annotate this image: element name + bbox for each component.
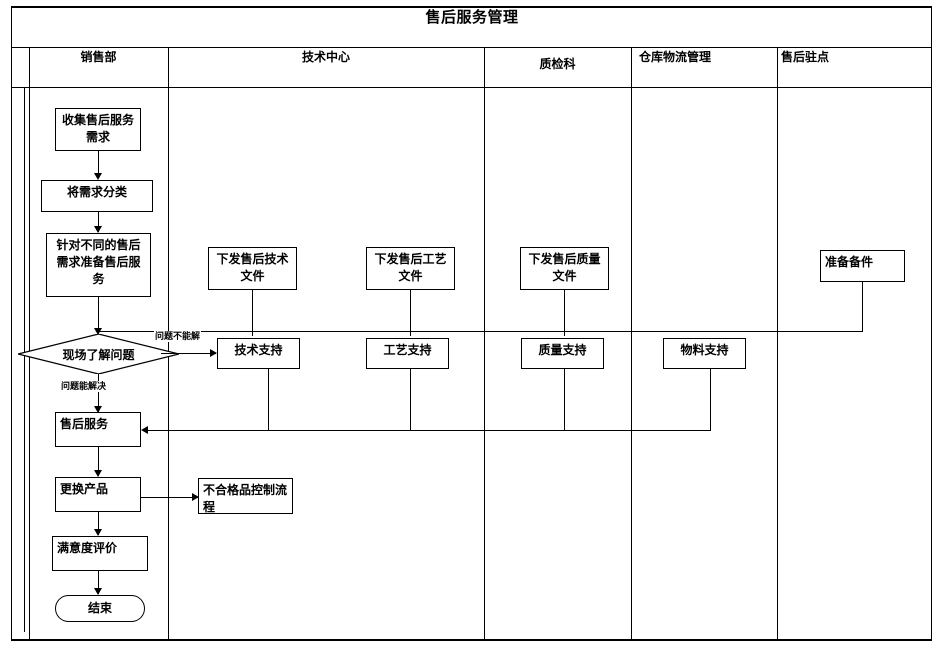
frame-left-border <box>11 6 12 641</box>
edge-tech-support-to-return-bus <box>268 369 269 430</box>
edge-classify-to-prepare <box>98 212 99 232</box>
arrowhead-replace-to-nonconforming <box>192 493 199 501</box>
edge-craft-doc-to-bus <box>410 290 411 336</box>
node-quality-support[interactable]: 质量支持 <box>521 338 604 369</box>
node-quality-support-label: 质量支持 <box>538 343 587 357</box>
edge-prepare-parts-to-bus <box>862 282 863 332</box>
arrowhead-return-bus-to-after-sale <box>141 426 148 434</box>
node-nonconforming-process-label: 不合格品控制流程 <box>203 483 288 514</box>
node-craft-support-label: 工艺支持 <box>383 343 432 357</box>
node-prepare-service-label: 针对不同的售后需求准备售后服务 <box>56 238 141 286</box>
lane-header-station: 售后驻点 <box>781 50 830 64</box>
node-issue-craft-doc[interactable]: 下发售后工艺文件 <box>366 247 455 290</box>
edge-label-cannot-solve: 问题不能解 <box>154 331 202 342</box>
edge-label-can-solve: 问题能解决 <box>60 381 108 392</box>
edge-satisfaction-to-end <box>98 571 99 594</box>
edge-decision-to-tech-support <box>161 353 216 354</box>
node-issue-quality-doc-label: 下发售后质量文件 <box>528 252 601 283</box>
diagram-title: 售后服务管理 <box>425 9 519 26</box>
lane-header-sales: 销售部 <box>80 50 117 64</box>
node-tech-support-label: 技术支持 <box>234 343 283 357</box>
edge-replace-to-satisfaction <box>98 512 99 535</box>
edge-craft-support-to-return-bus <box>410 369 411 430</box>
node-prepare-parts[interactable]: 准备备件 <box>820 250 905 282</box>
title-bottom-border <box>11 47 932 48</box>
lane-header-qc: 质检科 <box>539 57 576 71</box>
distribution-bus <box>99 331 863 332</box>
edge-quality-doc-to-bus <box>564 290 565 336</box>
lane-divider-margin <box>29 47 30 639</box>
node-end-label: 结束 <box>87 601 112 615</box>
node-after-sale[interactable]: 售后服务 <box>55 412 141 447</box>
edge-quality-support-to-return-bus <box>564 369 565 430</box>
arrowhead-collect-to-classify <box>94 173 102 180</box>
node-issue-tech-doc[interactable]: 下发售后技术文件 <box>208 247 297 290</box>
lane-divider-qc-warehouse <box>631 47 632 639</box>
node-collect-demand-label: 收集售后服务需求 <box>61 113 134 144</box>
node-end[interactable]: 结束 <box>55 595 145 622</box>
node-issue-tech-doc-label: 下发售后技术文件 <box>216 252 289 283</box>
arrowhead-satisfaction-to-end <box>94 588 102 595</box>
node-replace-product[interactable]: 更换产品 <box>55 477 141 512</box>
diagram-bottom-border <box>11 639 932 641</box>
lane-header-bottom-border <box>11 87 932 88</box>
lane-divider-tech-qc <box>484 47 485 639</box>
node-classify-demand[interactable]: 将需求分类 <box>41 180 153 212</box>
node-prepare-parts-label: 准备备件 <box>825 255 874 269</box>
node-satisfaction-label: 满意度评价 <box>57 541 118 555</box>
node-prepare-service[interactable]: 针对不同的售后需求准备售后服务 <box>46 233 151 297</box>
node-after-sale-label: 售后服务 <box>60 417 109 431</box>
frame-right-border <box>931 6 932 641</box>
lane-header-warehouse: 仓库物流管理 <box>639 50 712 64</box>
diagram-top-border <box>11 6 932 8</box>
arrowhead-after-sale-to-replace <box>94 470 102 477</box>
arrowhead-decision-to-tech-support <box>210 349 217 357</box>
edge-collect-to-classify <box>98 151 99 178</box>
node-issue-quality-doc[interactable]: 下发售后质量文件 <box>520 247 609 290</box>
node-craft-support[interactable]: 工艺支持 <box>366 338 449 369</box>
arrowhead-classify-to-prepare <box>94 226 102 233</box>
diamond-shape <box>18 334 179 374</box>
lane-divider-sales-tech <box>168 47 169 639</box>
edge-decision-to-after-sale <box>98 374 99 413</box>
return-bus <box>148 430 711 431</box>
edge-material-support-to-return-bus <box>710 369 711 430</box>
arrowhead-prepare-to-decision <box>94 328 102 335</box>
node-tech-support[interactable]: 技术支持 <box>217 338 300 369</box>
lane-header-tech: 技术中心 <box>301 50 350 64</box>
node-issue-craft-doc-label: 下发售后工艺文件 <box>374 252 447 283</box>
lane-divider-warehouse-station <box>777 47 778 639</box>
arrowhead-decision-to-after-sale <box>94 406 102 413</box>
edge-prepare-to-decision <box>98 297 99 334</box>
node-nonconforming-process[interactable]: 不合格品控制流程 <box>198 478 293 514</box>
edge-replace-to-nonconforming <box>141 497 198 498</box>
edge-tech-doc-to-bus <box>252 290 253 336</box>
node-classify-demand-label: 将需求分类 <box>66 185 127 199</box>
node-material-support[interactable]: 物料支持 <box>663 338 746 369</box>
node-replace-product-label: 更换产品 <box>60 482 109 496</box>
node-satisfaction[interactable]: 满意度评价 <box>52 536 148 571</box>
node-collect-demand[interactable]: 收集售后服务需求 <box>55 108 141 151</box>
edge-after-sale-to-replace <box>98 447 99 476</box>
sales-lane-spine <box>24 87 25 632</box>
node-material-support-label: 物料支持 <box>680 343 729 357</box>
arrowhead-replace-to-satisfaction <box>94 529 102 536</box>
